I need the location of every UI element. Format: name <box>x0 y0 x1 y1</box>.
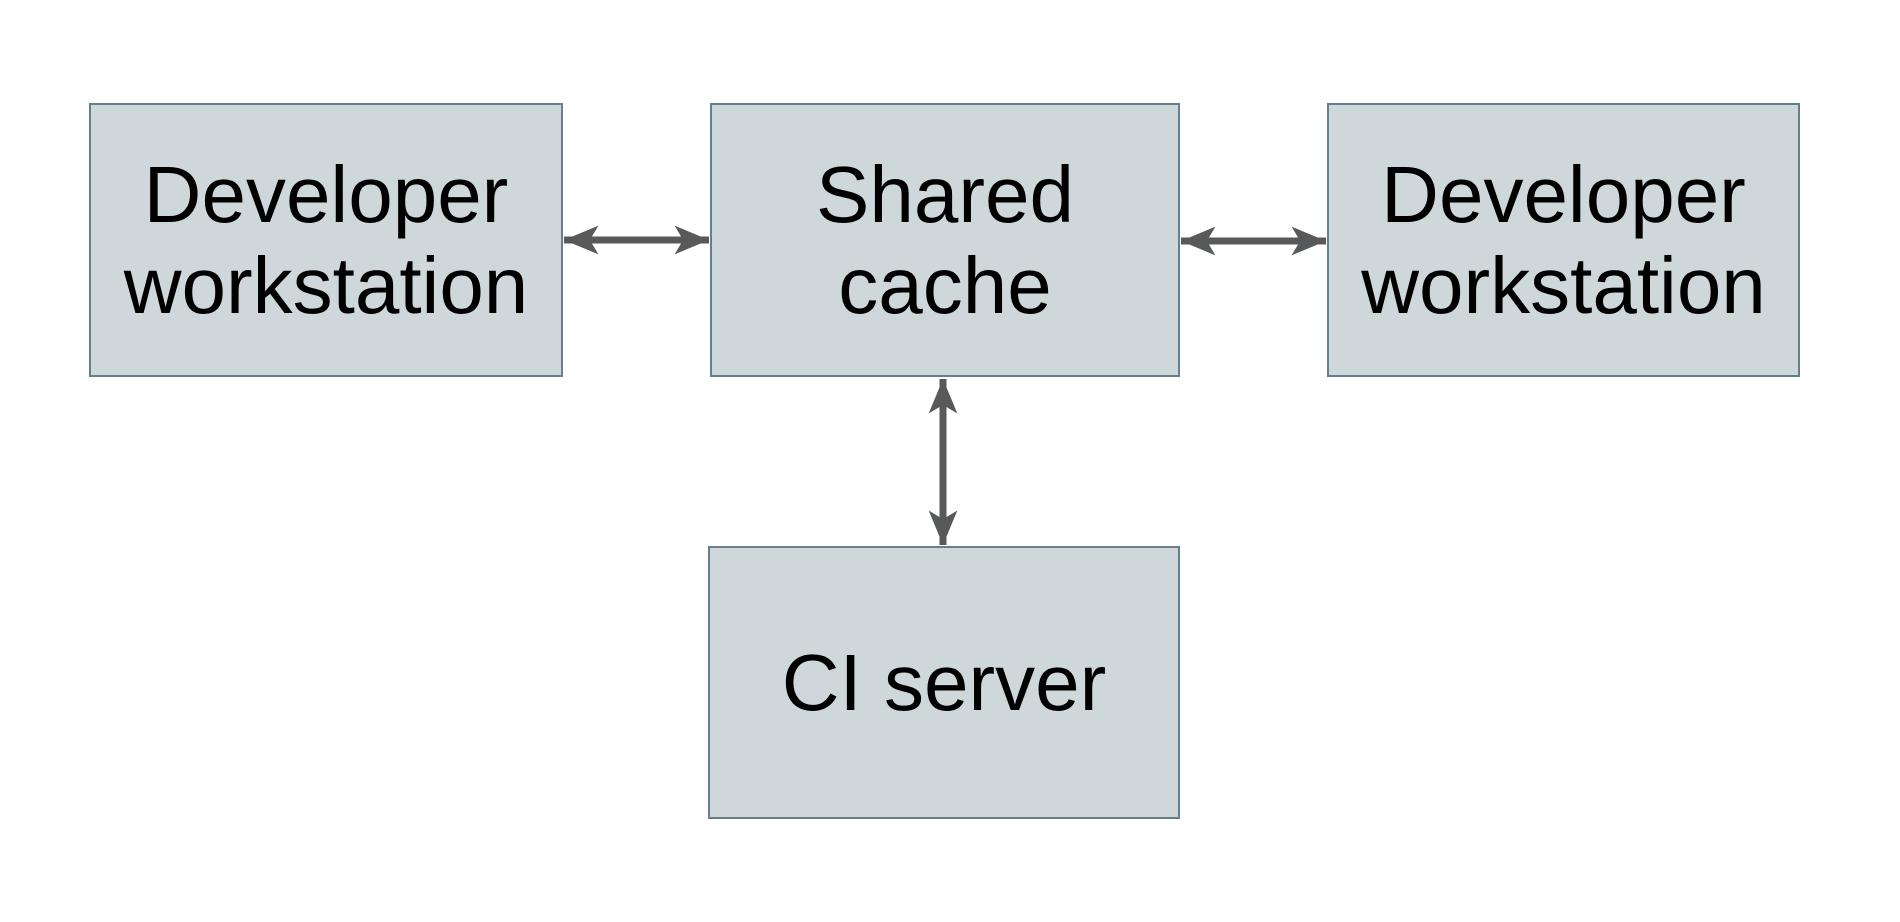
node-ci-server: CI server <box>708 546 1180 819</box>
node-label-line: workstation <box>123 241 529 330</box>
node-label-line: Shared <box>816 150 1074 239</box>
node-label-line: Developer <box>1381 150 1746 239</box>
node-label-line: workstation <box>1361 241 1766 330</box>
node-label-line: cache <box>838 241 1052 330</box>
node-label-line: Developer <box>143 150 509 239</box>
node-shared-cache: Shared cache <box>710 103 1180 377</box>
node-developer-workstation-left: Developer workstation <box>89 103 563 377</box>
node-developer-workstation-right: Developer workstation <box>1327 103 1800 377</box>
node-label-line: CI server <box>781 638 1107 727</box>
